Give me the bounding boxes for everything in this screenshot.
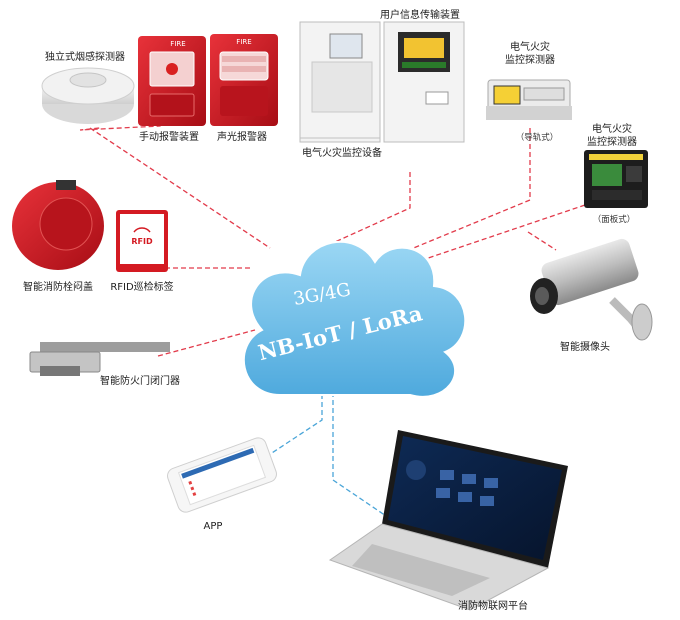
platform-laptop-icon (328, 430, 568, 611)
rail-detector-icon (486, 79, 572, 120)
network-cloud: 3G/4G NB-IoT / LoRa (242, 240, 467, 398)
rail-detector-type: （导轨式） (516, 132, 559, 143)
user-info-device-label: 用户信息传输装置 (380, 10, 460, 21)
camera-icon (530, 238, 653, 341)
door-closer-label: 智能防火门闭门器 (100, 376, 180, 387)
rfid-tag-label: RFID巡检标签 (110, 282, 174, 293)
panel-detector-line-2: 监控探测器 (587, 135, 637, 148)
user-info-device-icon (383, 21, 465, 143)
link-user-device (334, 172, 411, 243)
manual-alarm-label-text: FIRE (170, 40, 185, 48)
link-rail-detector (364, 128, 531, 269)
link-camera (527, 231, 557, 251)
electrical-fire-equipment-label: 电气火灾监控设备 (302, 148, 382, 159)
manual-alarm-icon: FIRE (138, 36, 206, 126)
link-door-closer (157, 329, 256, 357)
sound-light-label-text: FIRE (236, 38, 251, 46)
panel-detector-icon (584, 150, 648, 208)
link-top-left (89, 127, 271, 249)
smoke-detector-label: 独立式烟感探测器 (45, 52, 125, 63)
rfid-tag-text: RFID (131, 237, 153, 246)
hydrant-cap-label: 智能消防栓闷盖 (23, 282, 93, 293)
smoke-detector-icon (41, 67, 135, 124)
hydrant-cap-icon (12, 180, 104, 270)
panel-detector-line-1: 电气火灾 (592, 122, 632, 135)
sound-light-alarm-label: 声光报警器 (217, 132, 267, 143)
platform-label: 消防物联网平台 (458, 601, 528, 612)
link-platform (332, 368, 393, 521)
panel-detector-type: （面板式） (593, 214, 636, 225)
app-phone-icon (167, 437, 277, 513)
app-label: APP (203, 521, 223, 532)
electrical-fire-equipment-icon (299, 21, 381, 143)
door-closer-icon (29, 342, 170, 376)
rail-detector-line-2: 监控探测器 (505, 53, 555, 66)
camera-label: 智能摄像头 (560, 342, 610, 353)
sound-light-alarm-icon: FIRE (210, 34, 278, 126)
manual-alarm-label: 手动报警装置 (139, 132, 199, 143)
rail-detector-line-1: 电气火灾 (510, 40, 550, 53)
rfid-tag-icon: RFID (116, 210, 168, 272)
